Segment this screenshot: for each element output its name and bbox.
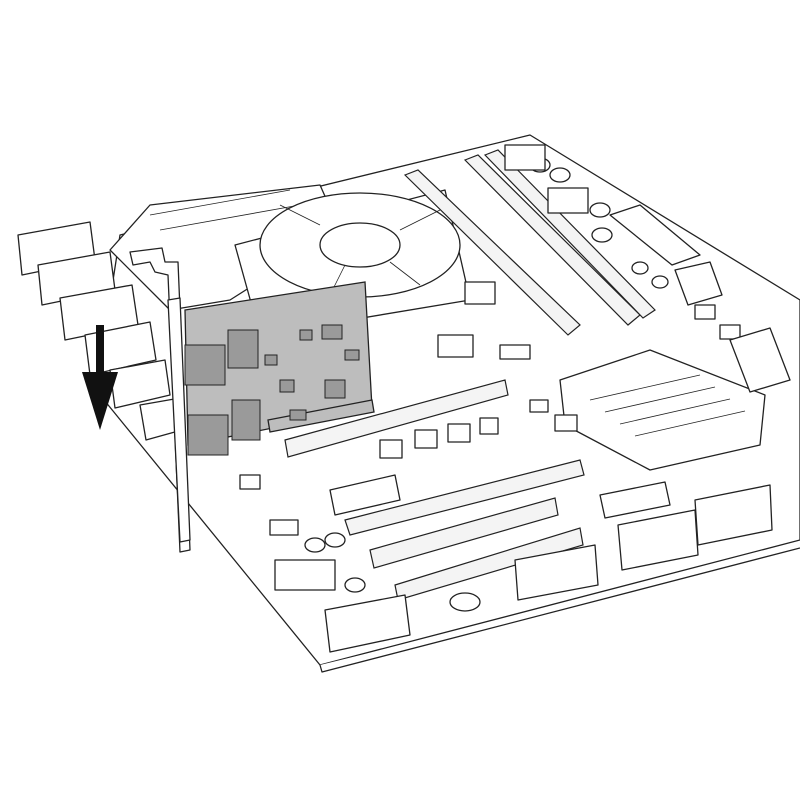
atx-power-connector <box>609 204 723 306</box>
expansion-card <box>184 281 375 456</box>
arrow-down-icon <box>82 325 118 430</box>
rj45-port <box>184 344 226 386</box>
motherboard-edge <box>319 547 800 673</box>
ram-slots <box>403 149 656 336</box>
components <box>239 144 791 612</box>
pin-headers <box>324 481 773 653</box>
pcie-slots <box>284 379 585 601</box>
rj45-port <box>187 414 229 456</box>
card-bracket <box>129 247 191 553</box>
